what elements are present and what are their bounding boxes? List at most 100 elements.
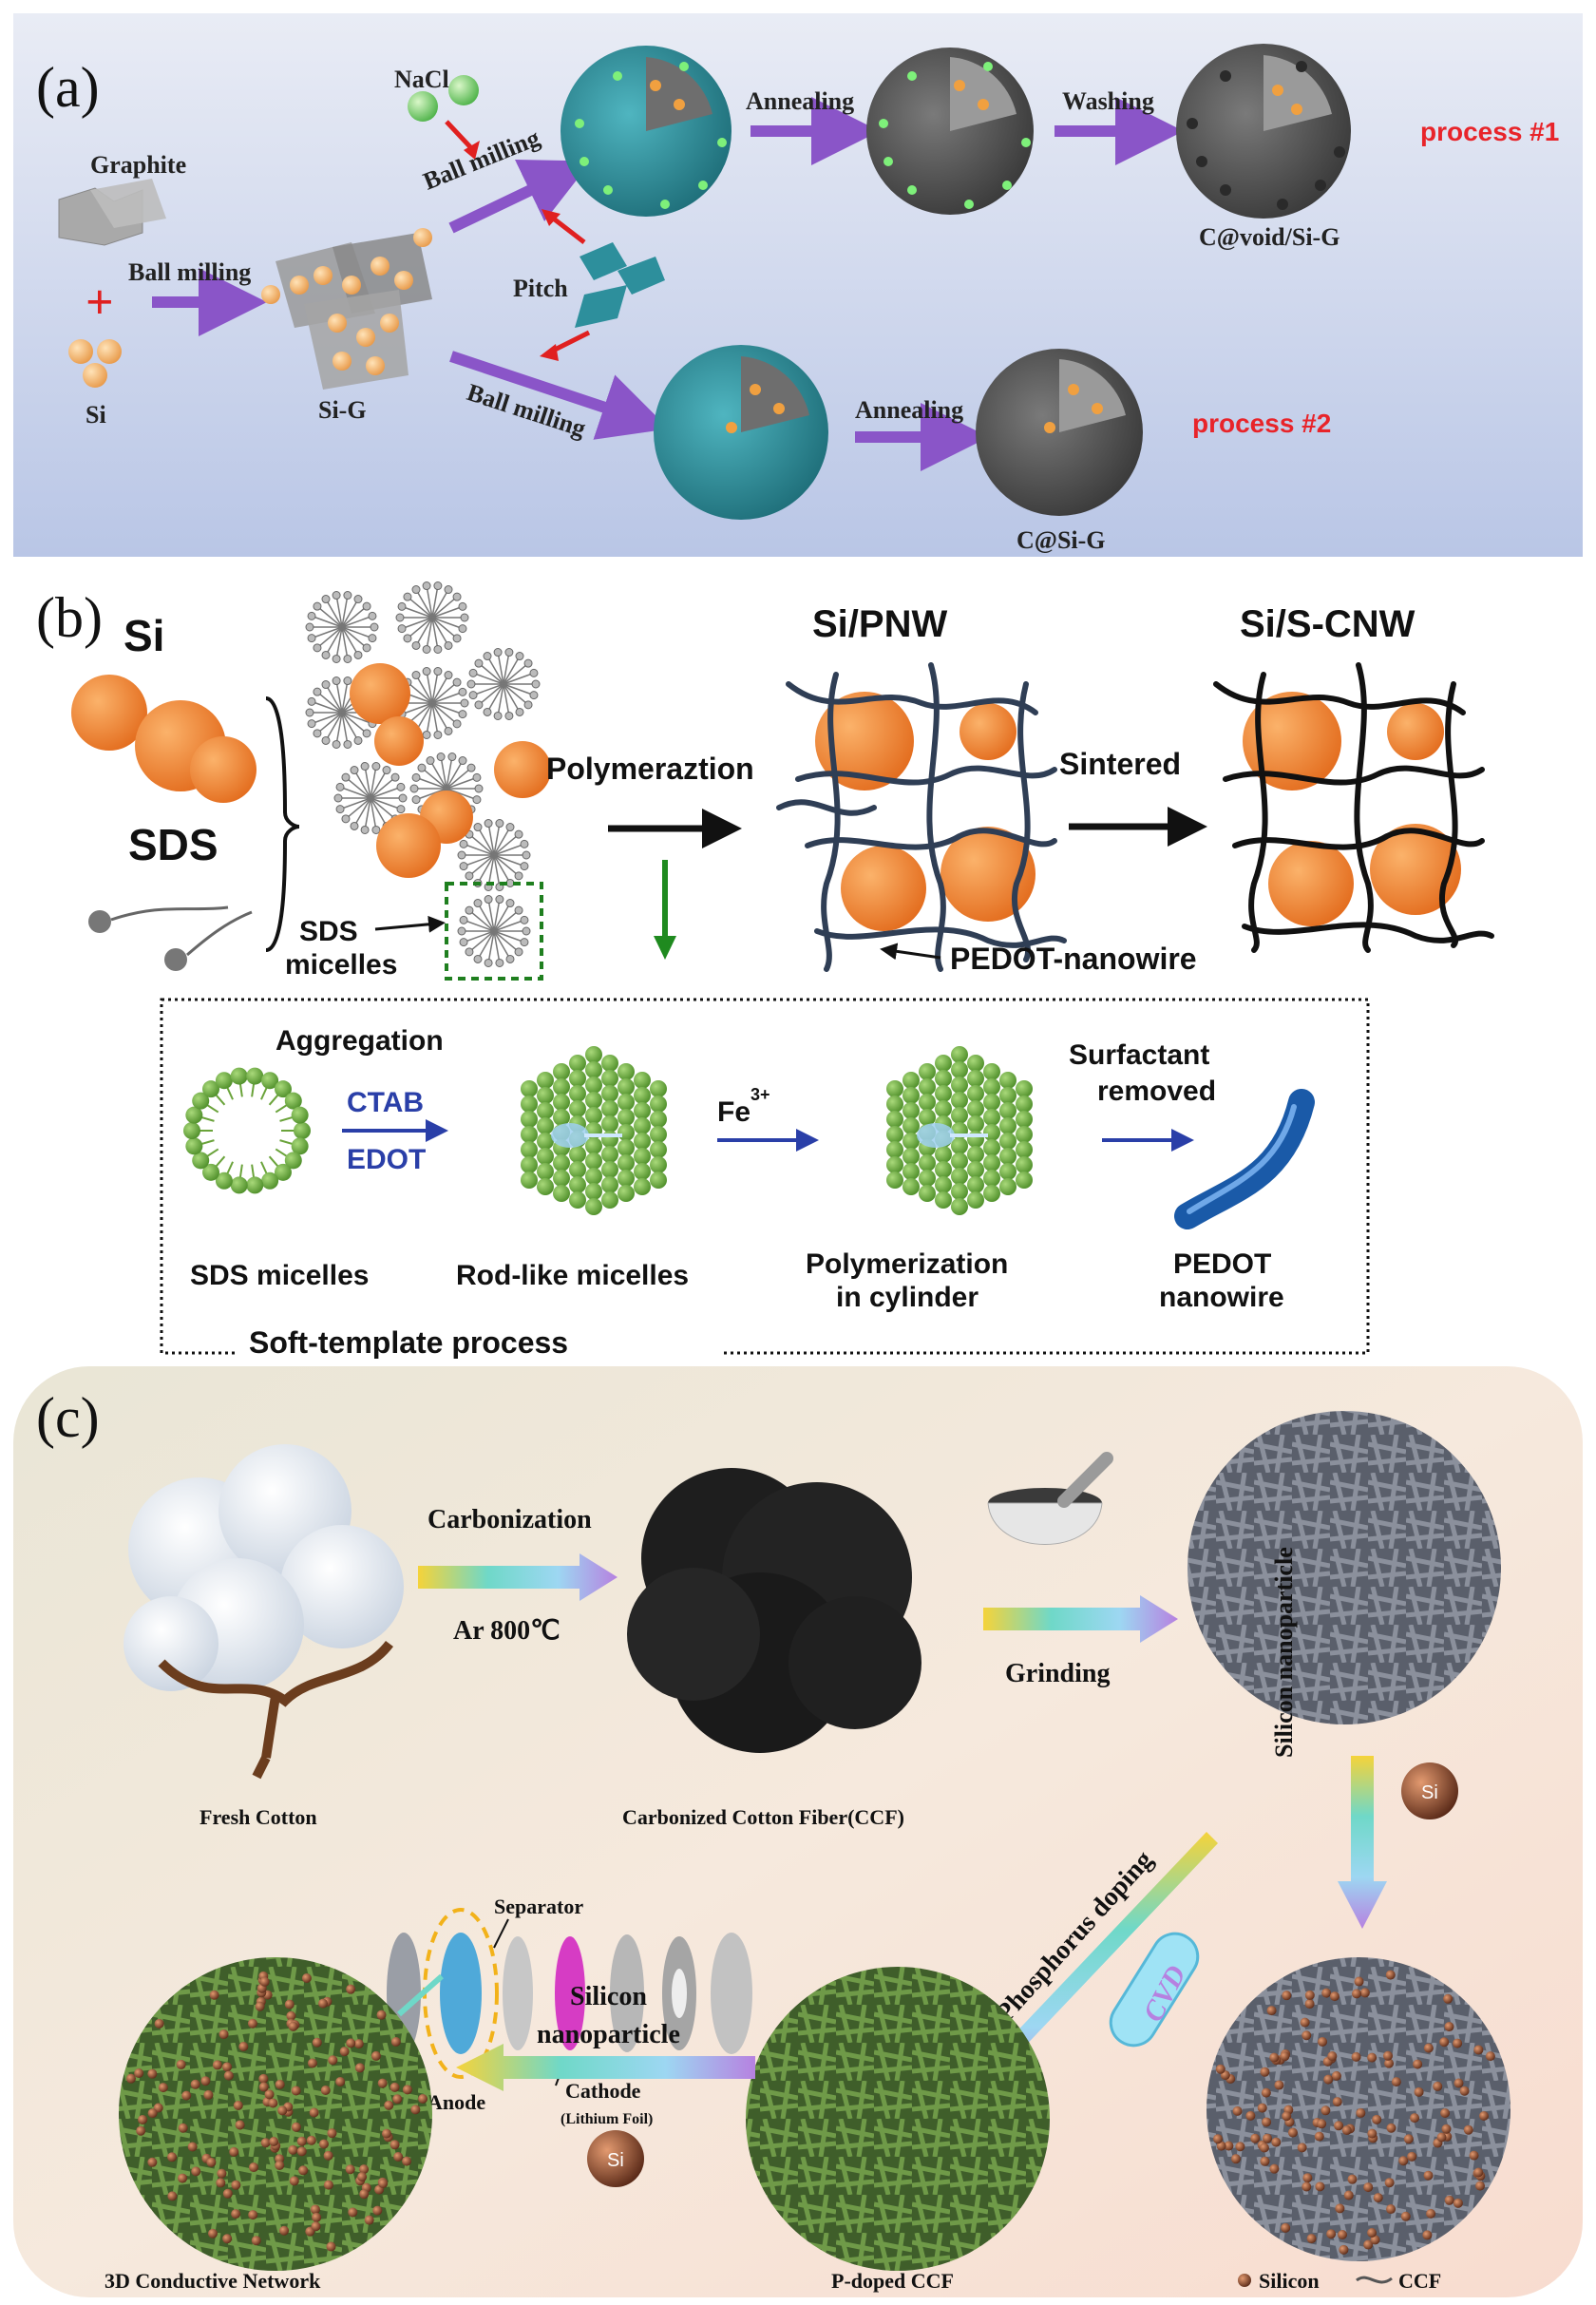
process-1-label: process #1 xyxy=(1420,117,1559,146)
pitch-shards-icon xyxy=(575,242,665,328)
ground-ccf-disc-icon xyxy=(1188,1411,1501,1724)
product-2-label: C@Si-G xyxy=(1016,526,1106,554)
panel-c: (c) Fresh Cotton Carbonization Ar 800℃ C… xyxy=(0,1359,1596,2305)
pitch-red-arrowhead-up xyxy=(542,209,560,226)
carbonized-cotton-icon xyxy=(627,1468,922,1753)
legend-silicon-label: Silicon xyxy=(1259,2269,1320,2293)
si-label: Si xyxy=(86,401,106,429)
pedot-nanowire-pointer xyxy=(880,943,941,961)
annealing-1-label: Annealing xyxy=(746,87,854,115)
pedot-nanowire-label: PEDOT-nanowire xyxy=(950,942,1197,976)
pitch-red-arrow-down xyxy=(549,330,591,354)
fe-superscript: 3+ xyxy=(750,1085,770,1104)
si-particle-icon-bottom xyxy=(587,2130,644,2187)
si-ball-bottom-label: Si xyxy=(607,2150,624,2171)
pedot-caption-1: PEDOT xyxy=(1173,1248,1271,1280)
fresh-cotton-icon xyxy=(124,1444,404,1780)
cvd-tube-icon xyxy=(1109,1932,1200,2048)
legend-ccf-icon xyxy=(1356,2276,1393,2284)
separator-label: Separator xyxy=(494,1895,583,1918)
annealing-2-label: Annealing xyxy=(855,396,963,424)
separator-pointer xyxy=(493,1918,509,1949)
sds-micelle-ring-icon xyxy=(183,1067,311,1194)
sds-micelles-label-line2: micelles xyxy=(285,949,397,981)
fresh-cotton-label: Fresh Cotton xyxy=(200,1805,317,1829)
arrow-silicon-horizontal xyxy=(456,2044,755,2091)
graphite-sheets-icon xyxy=(58,179,166,246)
teal-sphere-pitch-icon xyxy=(654,345,828,520)
panel-a: (a) Graphite + Si Ball milling Si-G NaCl… xyxy=(0,0,1596,570)
polymerization-cylinder-caption-2: in cylinder xyxy=(836,1282,978,1313)
aggregation-label: Aggregation xyxy=(276,1025,444,1057)
edot-label: EDOT xyxy=(347,1144,426,1175)
sds-surfactant-icon xyxy=(88,905,253,971)
arrow-silicon-vertical xyxy=(1338,1756,1387,1929)
rod-like-caption: Rod-like micelles xyxy=(456,1260,689,1291)
graphite-label: Graphite xyxy=(90,151,186,179)
network-label: 3D Conductive Network xyxy=(104,2269,321,2293)
process-2-label: process #2 xyxy=(1192,409,1331,438)
pedot-nanowire-highlight xyxy=(1187,1104,1297,1214)
sds-micelles-caption: SDS micelles xyxy=(190,1260,369,1291)
green-down-arrowhead xyxy=(654,936,676,960)
micelle-cluster xyxy=(305,581,551,967)
sds-heading: SDS xyxy=(128,820,218,869)
si-g-label: Si-G xyxy=(318,396,367,424)
panel-b-label: (b) xyxy=(36,586,103,649)
gray-sphere-nacl-icon xyxy=(866,48,1034,215)
si-ball-right-label: Si xyxy=(1421,1782,1438,1803)
lithium-foil-label: (Lithium Foil) xyxy=(560,2111,653,2127)
p-doped-ccf-disc-icon xyxy=(746,1967,1050,2271)
panel-b: (b) Si SDS SDS micelles Polymeraztion Si… xyxy=(0,570,1596,1359)
plus-sign: + xyxy=(86,276,114,330)
micelle-highlight-box xyxy=(445,882,543,981)
panel-a-label: (a) xyxy=(36,56,100,119)
nacl-particles-icon xyxy=(408,75,479,122)
soft-template-box xyxy=(160,998,1370,1355)
ctab-label: CTAB xyxy=(347,1087,424,1118)
arrow-grinding xyxy=(983,1595,1178,1643)
si-orange-balls-icon xyxy=(71,675,256,803)
fe-label: Fe xyxy=(717,1096,750,1128)
legend: Silicon CCF xyxy=(1238,2269,1441,2293)
carbonization-label: Carbonization xyxy=(428,1505,592,1534)
silicon-np-vertical-label: Silicon nanoparticle xyxy=(1270,1547,1298,1758)
si-pnw-heading: Si/PNW xyxy=(812,603,947,645)
gray-sphere-void-icon xyxy=(1176,44,1351,219)
silicon-np-label-1: Silicon xyxy=(570,1982,647,2011)
polymerization-cylinder-caption-1: Polymerization xyxy=(806,1248,1008,1280)
pedot-nanowire-icon xyxy=(1174,1089,1315,1229)
si-particle-icon-right xyxy=(1401,1762,1458,1819)
p-doped-label: P-doped CCF xyxy=(831,2269,954,2293)
ccf-label: Carbonized Cotton Fiber(CCF) xyxy=(622,1805,904,1829)
pitch-label: Pitch xyxy=(513,275,568,302)
rod-like-micelle-icon xyxy=(521,1046,667,1215)
pitch-red-arrow-up xyxy=(549,215,586,244)
mortar-pestle-icon xyxy=(987,1452,1113,1545)
si-heading: Si xyxy=(124,611,164,660)
si-scnw-heading: Si/S-CNW xyxy=(1240,603,1416,645)
gray-sphere-product-icon xyxy=(976,349,1143,516)
grinding-label: Grinding xyxy=(1005,1659,1110,1688)
sintered-label: Sintered xyxy=(1059,747,1181,781)
si-pnw-network-icon xyxy=(776,662,1067,972)
si-scnw-network-icon xyxy=(1213,662,1494,953)
brace-icon xyxy=(265,696,300,952)
arrow-ball-milling-3 xyxy=(449,351,670,440)
nacl-red-arrowhead xyxy=(464,141,480,160)
product-1-label: C@void/Si-G xyxy=(1199,223,1340,251)
sds-micelles-pointer xyxy=(374,915,446,933)
arrow-ball-milling-2 xyxy=(448,160,592,234)
teal-sphere-nacl-icon xyxy=(560,46,732,217)
cathode-label: Cathode xyxy=(565,2079,641,2103)
silicon-np-label-2: nanoparticle xyxy=(537,2020,680,2049)
anode-link-arrow xyxy=(397,1973,444,2017)
washing-label: Washing xyxy=(1062,87,1154,115)
polymerization-label: Polymeraztion xyxy=(546,752,754,786)
conductive-network-disc-icon xyxy=(119,1957,432,2271)
soft-template-title-bg xyxy=(238,1323,722,1359)
si-particles-icon xyxy=(68,339,122,388)
nacl-label: NaCl xyxy=(394,66,449,93)
soft-template-title: Soft-template process xyxy=(249,1325,568,1359)
removed-label: removed xyxy=(1097,1076,1216,1107)
